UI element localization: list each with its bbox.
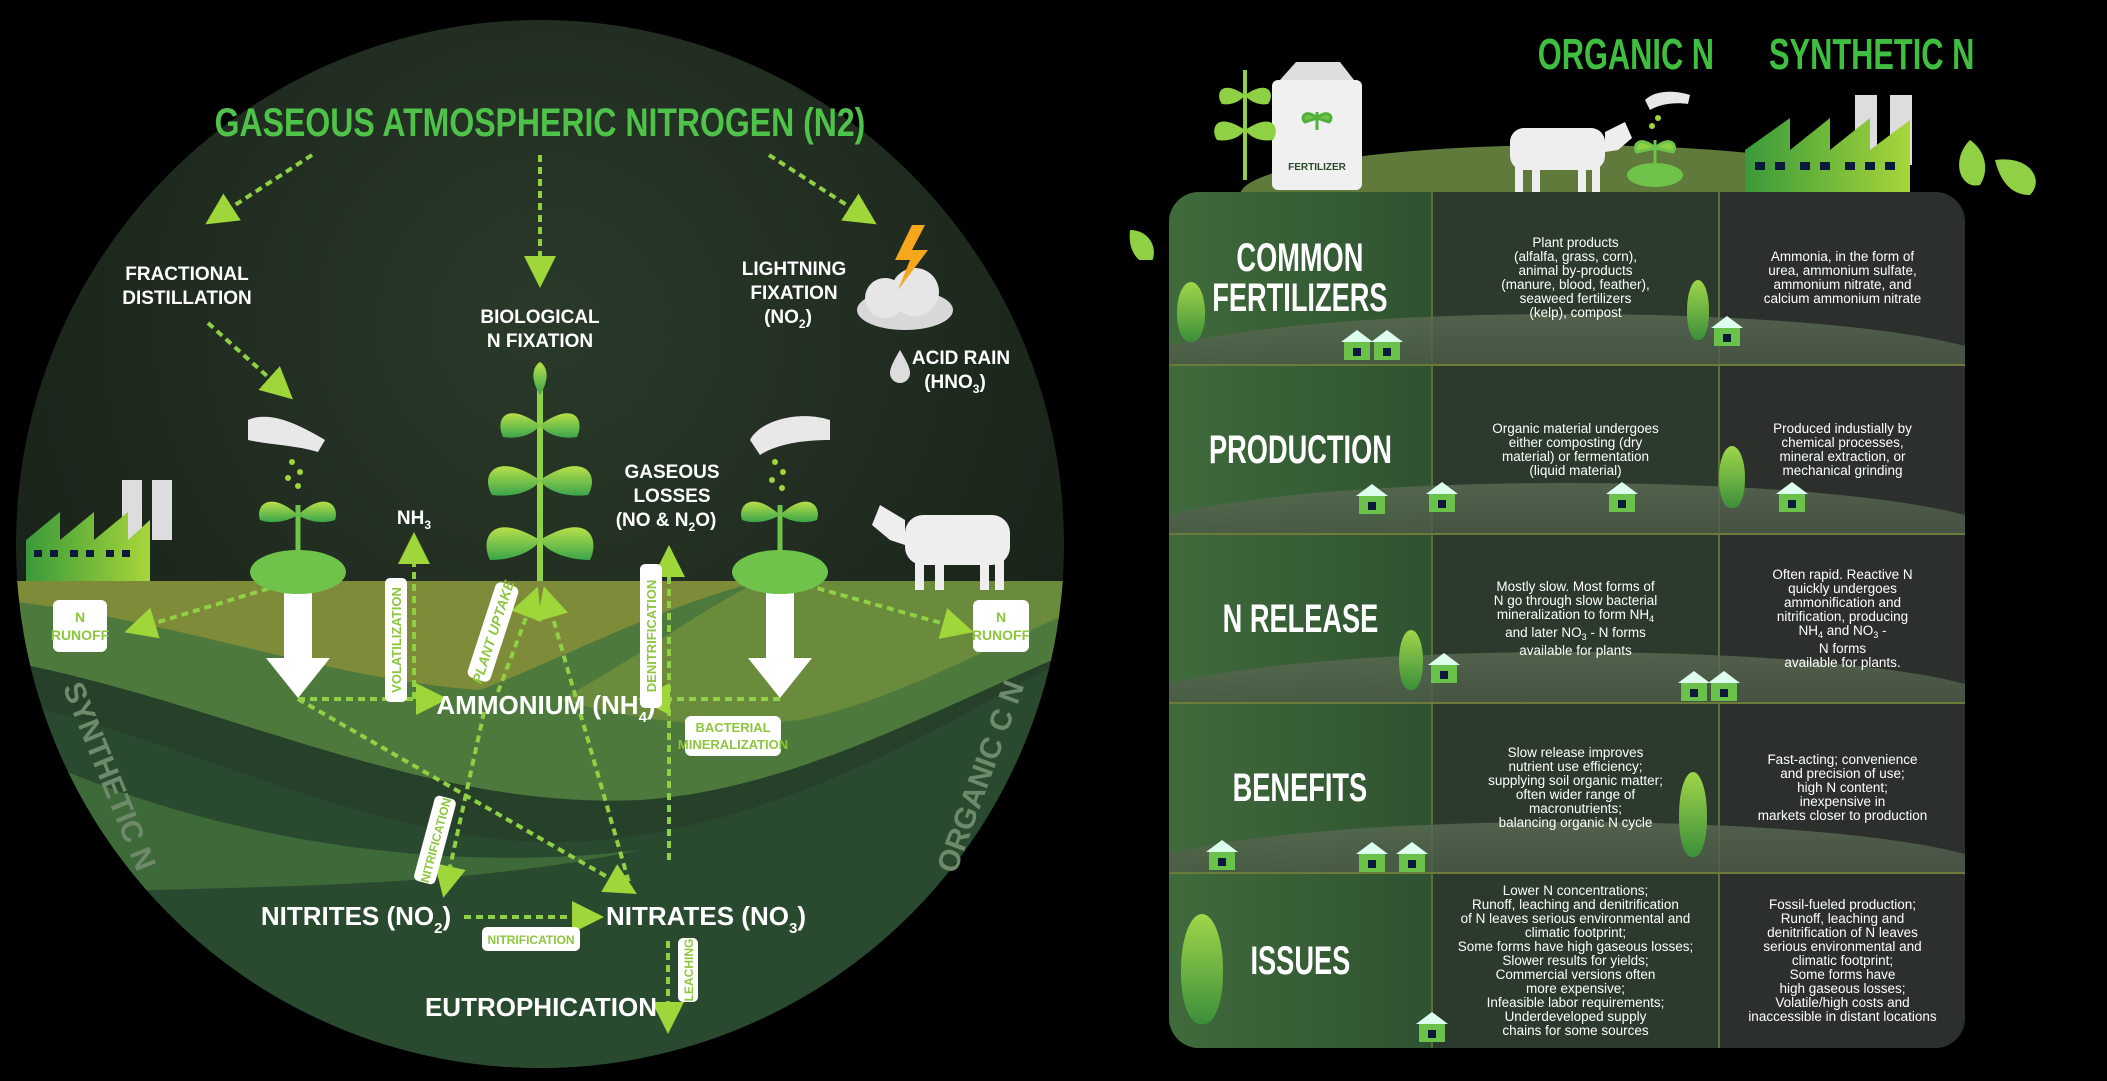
- hand-seedling-icon: [1627, 91, 1690, 187]
- table-row-benefits: BENEFITS Slow release improves nutrient …: [1169, 704, 1965, 874]
- seedling-left-icon: [250, 501, 346, 594]
- svg-text:DENITRIFICATION: DENITRIFICATION: [644, 580, 659, 692]
- arrow-nitrates-uptake: [537, 586, 634, 894]
- arrow-n-runoff-right: [805, 583, 974, 639]
- organic-n-header: ORGANIC N: [1537, 30, 1715, 79]
- tree-icon: [1181, 914, 1223, 1024]
- nitrification-horizontal-badge: NITRIFICATION: [482, 927, 580, 951]
- diagram-title: GASEOUS ATMOSPHERIC NITROGEN (N2): [215, 100, 866, 145]
- lightning-icon: [895, 225, 928, 290]
- denitrification-badge: DENITRIFICATION: [640, 564, 662, 708]
- hand-sprinkling-right-icon: [750, 416, 830, 491]
- house-icon: [1341, 330, 1373, 360]
- row-label: N RELEASE: [1222, 596, 1378, 641]
- arrow-distillation-to-fertilizer: [206, 321, 293, 400]
- house-icon: [1776, 482, 1808, 512]
- house-icon: [1356, 484, 1388, 514]
- nitrogen-cycle-diagram: GASEOUS ATMOSPHERIC NITROGEN (N2): [16, 20, 1064, 1068]
- house-icon: [1428, 653, 1460, 683]
- house-icon: [1606, 482, 1638, 512]
- house-icon: [1678, 671, 1710, 701]
- hand-sprinkling-left-icon: [248, 416, 325, 489]
- house-icon: [1396, 842, 1428, 872]
- synthetic-cell: Fossil-fueled production; Runoff, leachi…: [1718, 874, 1965, 1048]
- fertilizer-input-arrow-right: [748, 581, 812, 698]
- flow-arrows: [124, 153, 974, 1034]
- table-row-issues: ISSUES Lower N concentrations; Runoff, l…: [1169, 874, 1965, 1048]
- svg-text:NITRIFICATION: NITRIFICATION: [487, 933, 574, 947]
- arrow-plant-uptake: [496, 586, 542, 693]
- leaching-badge: LEACHING: [678, 938, 698, 1002]
- volatilization-badge: VOLATILIZATION: [385, 578, 407, 702]
- arrow-to-lightning-fixation: [767, 153, 877, 225]
- synthetic-n-header: SYNTHETIC N: [1769, 30, 1975, 79]
- tree-icon: [1679, 772, 1707, 857]
- ground-layer: [16, 581, 760, 690]
- row-label: ISSUES: [1250, 939, 1350, 983]
- ground-layer: [16, 740, 640, 900]
- ammonium-label: AMMONIUM (NH4): [436, 690, 655, 726]
- svg-text:LEACHING: LEACHING: [682, 939, 696, 1002]
- tree-icon: [1399, 630, 1423, 690]
- eutrophication-label: EUTROPHICATION: [425, 992, 657, 1022]
- cow-icon: [872, 505, 1010, 590]
- house-icon: [1371, 330, 1403, 360]
- organic-cell: Lower N concentrations; Runoff, leaching…: [1431, 874, 1718, 1048]
- arrow-n-runoff-left: [124, 583, 281, 639]
- house-icon: [1206, 840, 1238, 870]
- row-label: COMMON FERTILIZERS: [1212, 236, 1388, 320]
- arrow-to-nitrites: [434, 711, 486, 898]
- storm-cloud-icon: [857, 268, 953, 330]
- rain-drop-icon: [890, 350, 910, 383]
- nh3-label: NH3: [397, 508, 431, 532]
- house-icon: [1416, 1012, 1448, 1042]
- table-row-common-fertilizers: COMMON FERTILIZERS Plant products (alfal…: [1169, 192, 1965, 366]
- cow-icon-header: [1510, 122, 1632, 198]
- tall-plant-icon: [486, 362, 594, 581]
- fertilizer-input-arrow-left: [266, 581, 330, 698]
- house-icon: [1426, 482, 1458, 512]
- table-row-n-release: N RELEASE Mostly slow. Most forms of N g…: [1169, 535, 1965, 704]
- house-icon: [1711, 316, 1743, 346]
- tree-icon: [1177, 282, 1205, 342]
- factory-icon: [26, 480, 172, 581]
- decorative-leaves-icon: [1129, 140, 2036, 260]
- svg-text:VOLATILIZATION: VOLATILIZATION: [389, 587, 404, 693]
- tree-icon: [1719, 446, 1745, 508]
- comparison-table: COMMON FERTILIZERS Plant products (alfal…: [1169, 192, 1965, 1048]
- svg-text:FERTILIZER: FERTILIZER: [1288, 162, 1347, 173]
- nitrites-label: NITRITES (NO2): [261, 901, 451, 937]
- arrow-to-fractional-distillation: [205, 153, 314, 225]
- row-label: BENEFITS: [1232, 766, 1368, 810]
- seedling-right-icon: [732, 501, 828, 594]
- house-icon: [1356, 842, 1388, 872]
- arrow-to-nitrates: [297, 697, 637, 894]
- table-row-production: PRODUCTION Organic material undergoes ei…: [1169, 366, 1965, 535]
- row-label: PRODUCTION: [1208, 427, 1392, 472]
- tree-icon: [1687, 280, 1709, 340]
- acid-rain-label: ACID RAIN(HNO3): [912, 348, 1010, 396]
- nitrates-label: NITRATES (NO3): [606, 901, 806, 937]
- house-icon: [1708, 671, 1740, 701]
- factory-icon-header: [1745, 95, 1912, 195]
- fertilizer-bag-icon: FERTILIZER: [1272, 62, 1362, 190]
- plant-left-icon: [1214, 70, 1276, 180]
